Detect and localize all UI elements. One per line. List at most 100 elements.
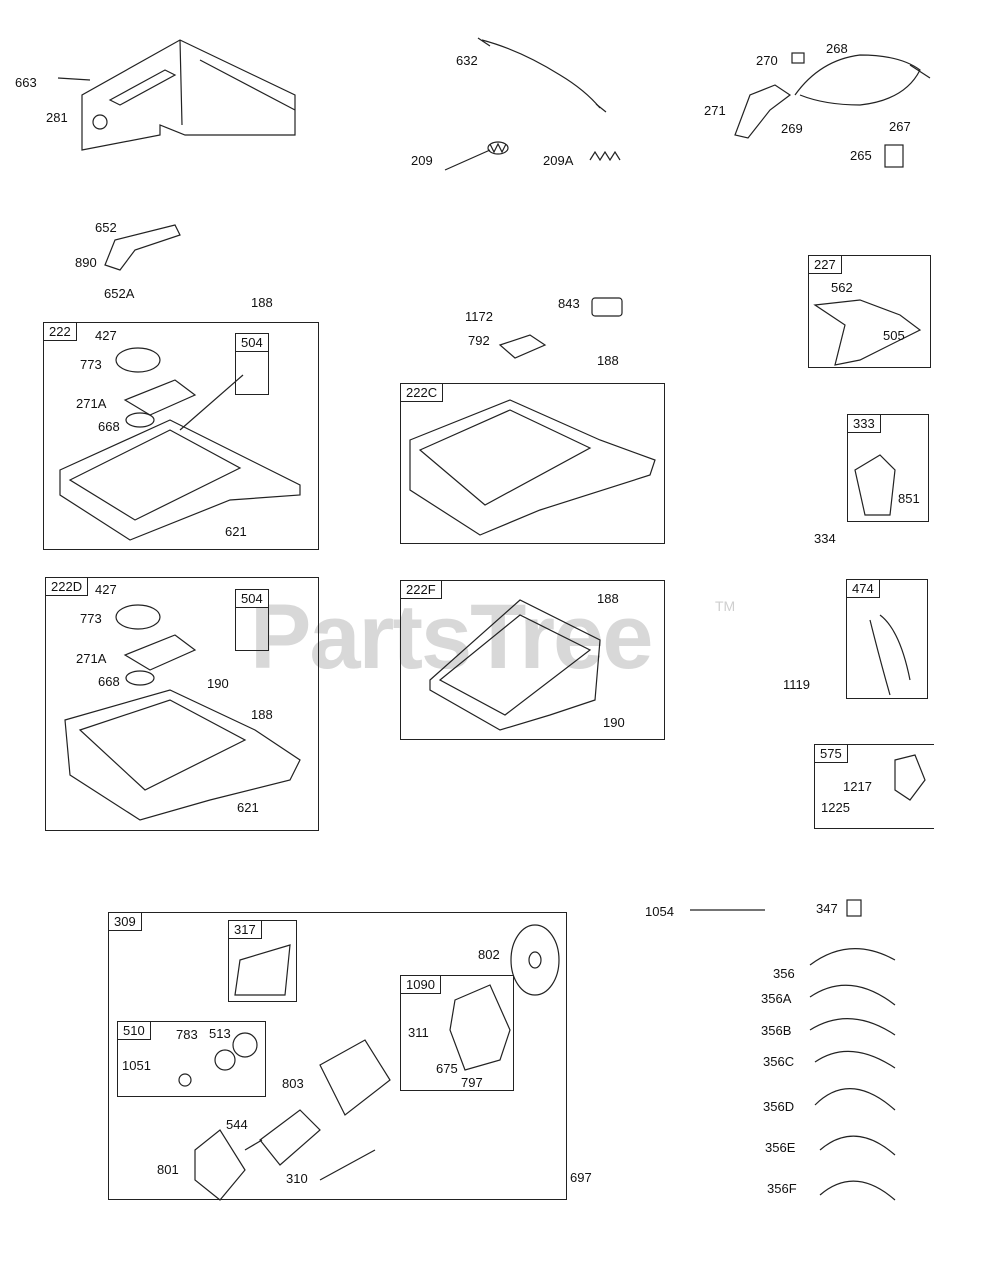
callout-311[interactable]: 311 bbox=[408, 1025, 429, 1040]
callout-190-b[interactable]: 190 bbox=[603, 715, 625, 730]
group-1090-tag: 1090 bbox=[401, 976, 441, 994]
callout-356b[interactable]: 356B bbox=[761, 1023, 792, 1038]
callout-356d[interactable]: 356D bbox=[763, 1099, 795, 1114]
callout-310[interactable]: 310 bbox=[286, 1171, 308, 1186]
part-843 bbox=[591, 297, 623, 317]
part-222d-base bbox=[64, 604, 301, 821]
group-222c-tag: 222C bbox=[401, 384, 444, 402]
group-222f: 222F bbox=[400, 580, 665, 740]
callout-209[interactable]: 209 bbox=[411, 153, 433, 168]
callout-1054[interactable]: 1054 bbox=[645, 904, 674, 919]
callout-356[interactable]: 356 bbox=[773, 966, 795, 981]
group-504-b-tag: 504 bbox=[236, 590, 269, 608]
callout-668-b[interactable]: 668 bbox=[98, 674, 120, 689]
callout-773-a[interactable]: 773 bbox=[80, 357, 102, 372]
callout-797[interactable]: 797 bbox=[461, 1075, 483, 1090]
callout-356f[interactable]: 356F bbox=[767, 1181, 797, 1196]
group-222d-tag: 222D bbox=[46, 578, 89, 596]
group-222c: 222C bbox=[400, 383, 665, 544]
callout-802[interactable]: 802 bbox=[478, 947, 500, 962]
callout-773-b[interactable]: 773 bbox=[80, 611, 102, 626]
callout-188-c[interactable]: 188 bbox=[251, 707, 273, 722]
callout-271a-a[interactable]: 271A bbox=[76, 396, 107, 411]
callout-675[interactable]: 675 bbox=[436, 1061, 458, 1076]
callout-792[interactable]: 792 bbox=[468, 333, 490, 348]
group-504-b: 504 bbox=[235, 589, 269, 651]
part-792 bbox=[498, 334, 547, 359]
part-281-bracket bbox=[57, 39, 296, 151]
callout-652a[interactable]: 652A bbox=[104, 286, 135, 301]
callout-356a[interactable]: 356A bbox=[761, 991, 792, 1006]
part-890-plate bbox=[104, 224, 181, 271]
callout-270[interactable]: 270 bbox=[756, 53, 778, 68]
callout-265[interactable]: 265 bbox=[850, 148, 872, 163]
callout-544[interactable]: 544 bbox=[226, 1117, 248, 1132]
callout-271[interactable]: 271 bbox=[704, 103, 726, 118]
callout-505[interactable]: 505 bbox=[883, 328, 905, 343]
callout-271a-b[interactable]: 271A bbox=[76, 651, 107, 666]
callout-1217[interactable]: 1217 bbox=[843, 779, 872, 794]
part-222f-base bbox=[429, 599, 601, 731]
callout-1225[interactable]: 1225 bbox=[821, 800, 850, 815]
callout-356c[interactable]: 356C bbox=[763, 1054, 795, 1069]
callout-803[interactable]: 803 bbox=[282, 1076, 304, 1091]
group-222f-tag: 222F bbox=[401, 581, 442, 599]
callout-188-a[interactable]: 188 bbox=[251, 295, 273, 310]
part-222-base bbox=[59, 347, 301, 541]
callout-1119[interactable]: 1119 bbox=[783, 677, 810, 692]
group-510: 510 bbox=[117, 1021, 266, 1097]
group-510-tag: 510 bbox=[118, 1022, 151, 1040]
callout-334[interactable]: 334 bbox=[814, 531, 836, 546]
part-222c-base bbox=[409, 399, 656, 536]
callout-621-b[interactable]: 621 bbox=[237, 800, 259, 815]
callout-851[interactable]: 851 bbox=[898, 491, 920, 506]
part-309-starter bbox=[178, 924, 560, 1201]
group-222-tag: 222 bbox=[44, 323, 77, 341]
callout-427-b[interactable]: 427 bbox=[95, 582, 117, 597]
callout-188-d[interactable]: 188 bbox=[597, 591, 619, 606]
callout-652[interactable]: 652 bbox=[95, 220, 117, 235]
group-309: 309 bbox=[108, 912, 567, 1200]
callout-190-a[interactable]: 190 bbox=[207, 676, 229, 691]
callout-513[interactable]: 513 bbox=[209, 1026, 231, 1041]
group-309-tag: 309 bbox=[109, 913, 142, 931]
callout-356e[interactable]: 356E bbox=[765, 1140, 796, 1155]
callout-668-a[interactable]: 668 bbox=[98, 419, 120, 434]
part-347 bbox=[846, 899, 862, 917]
callout-268[interactable]: 268 bbox=[826, 41, 848, 56]
group-474-tag: 474 bbox=[847, 580, 880, 598]
callout-783[interactable]: 783 bbox=[176, 1027, 198, 1042]
callout-188-b[interactable]: 188 bbox=[597, 353, 619, 368]
callout-347[interactable]: 347 bbox=[816, 901, 838, 916]
callout-697[interactable]: 697 bbox=[570, 1170, 592, 1185]
callout-1172[interactable]: 1172 bbox=[465, 309, 493, 324]
callout-281[interactable]: 281 bbox=[46, 110, 68, 125]
part-209a-spring bbox=[589, 150, 621, 162]
callout-663[interactable]: 663 bbox=[15, 75, 37, 90]
callout-801[interactable]: 801 bbox=[157, 1162, 179, 1177]
part-271-268 bbox=[734, 52, 931, 139]
group-575: 575 bbox=[814, 744, 934, 829]
group-227: 227 bbox=[808, 255, 931, 368]
callout-427-a[interactable]: 427 bbox=[95, 328, 117, 343]
part-227-lever bbox=[813, 299, 922, 366]
callout-562[interactable]: 562 bbox=[831, 280, 853, 295]
part-265 bbox=[884, 144, 904, 168]
part-356-wires bbox=[809, 948, 896, 1201]
group-575-tag: 575 bbox=[815, 745, 848, 763]
callout-209a[interactable]: 209A bbox=[543, 153, 574, 168]
callout-267[interactable]: 267 bbox=[889, 119, 911, 134]
callout-843[interactable]: 843 bbox=[558, 296, 580, 311]
callout-1051[interactable]: 1051 bbox=[122, 1058, 151, 1073]
group-227-tag: 227 bbox=[809, 256, 842, 274]
group-504-a-tag: 504 bbox=[236, 334, 269, 352]
callout-269[interactable]: 269 bbox=[781, 121, 803, 136]
callout-632[interactable]: 632 bbox=[456, 53, 478, 68]
group-333-tag: 333 bbox=[848, 415, 881, 433]
callout-621-a[interactable]: 621 bbox=[225, 524, 247, 539]
callout-890[interactable]: 890 bbox=[75, 255, 97, 270]
group-317-tag: 317 bbox=[229, 921, 262, 939]
group-474: 474 bbox=[846, 579, 928, 699]
part-575 bbox=[894, 754, 926, 801]
